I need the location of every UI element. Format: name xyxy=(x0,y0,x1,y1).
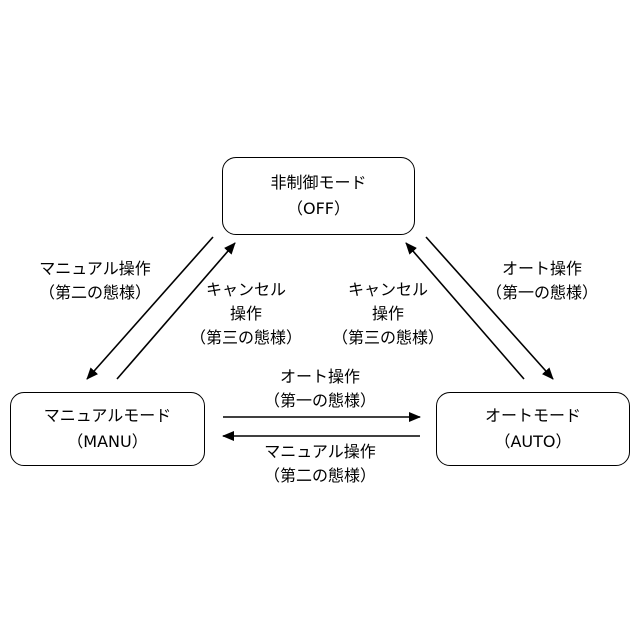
label-auto-to-manu-line1: マニュアル操作 xyxy=(264,440,376,464)
label-off-to-manu-line1: マニュアル操作 xyxy=(39,257,151,281)
state-auto-code: （AUTO） xyxy=(494,429,571,455)
state-auto-name: オートモード xyxy=(485,403,581,429)
label-auto-to-off-line2: 操作 xyxy=(332,302,444,326)
label-auto-to-off-line3: （第三の態様） xyxy=(332,326,444,350)
label-auto-to-off: キャンセル 操作 （第三の態様） xyxy=(332,278,444,350)
label-auto-to-manu: マニュアル操作 （第二の態様） xyxy=(264,440,376,488)
state-off-code: （OFF） xyxy=(287,196,350,222)
label-auto-to-off-line1: キャンセル xyxy=(332,278,444,302)
label-off-to-auto-line1: オート操作 xyxy=(486,257,598,281)
label-manu-to-off-line2: 操作 xyxy=(190,302,302,326)
label-manu-to-off-line3: （第三の態様） xyxy=(190,326,302,350)
state-manu-code: （MANU） xyxy=(67,429,147,455)
state-manu-node: マニュアルモード （MANU） xyxy=(10,392,205,466)
label-manu-to-auto-line1: オート操作 xyxy=(264,365,376,389)
state-auto-node: オートモード （AUTO） xyxy=(436,392,630,466)
label-manu-to-off: キャンセル 操作 （第三の態様） xyxy=(190,278,302,350)
state-off-name: 非制御モード xyxy=(270,170,366,196)
state-manu-name: マニュアルモード xyxy=(44,403,172,429)
label-manu-to-off-line1: キャンセル xyxy=(190,278,302,302)
label-manu-to-auto: オート操作 （第一の態様） xyxy=(264,365,376,413)
state-off-node: 非制御モード （OFF） xyxy=(222,157,415,235)
label-auto-to-manu-line2: （第二の態様） xyxy=(264,464,376,488)
label-off-to-manu-line2: （第二の態様） xyxy=(39,281,151,305)
label-off-to-manu: マニュアル操作 （第二の態様） xyxy=(39,257,151,305)
label-off-to-auto-line2: （第一の態様） xyxy=(486,281,598,305)
label-manu-to-auto-line2: （第一の態様） xyxy=(264,389,376,413)
label-off-to-auto: オート操作 （第一の態様） xyxy=(486,257,598,305)
